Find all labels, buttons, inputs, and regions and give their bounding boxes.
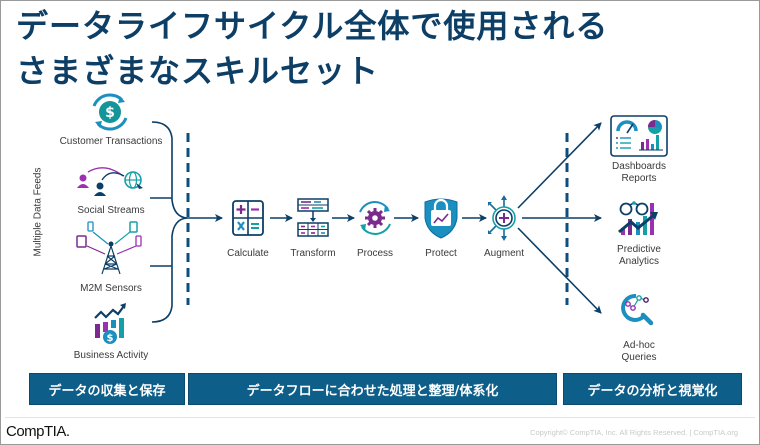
source-label-business-activity: Business Activity: [73, 350, 149, 361]
step-label-transform: Transform: [290, 248, 336, 259]
phase-collect-store: データの収集と保存: [29, 373, 185, 405]
source-label-m2m-sensors: M2M Sensors: [80, 283, 142, 294]
step-label-calculate: Calculate: [227, 248, 269, 259]
binoculars-trend-icon: [618, 201, 658, 235]
step-label-protect: Protect: [425, 248, 457, 259]
output-label-predictive-line-1: Predictive: [617, 244, 661, 255]
calculator-icon: [232, 200, 264, 236]
output-label-dashboards-line-2: Reports: [621, 173, 657, 184]
gear-cycle-icon: [359, 201, 391, 235]
shield-lock-icon: [424, 198, 458, 239]
social-globe-icon: [77, 167, 143, 196]
output-label-dashboards-line-1: Dashboards: [612, 161, 666, 172]
source-label-customer-transactions: Customer Transactions: [59, 136, 163, 147]
slide-title-line-2: さまざまなスキルセット: [16, 52, 380, 90]
step-label-process: Process: [356, 248, 394, 259]
dollar-cycle-icon: $: [92, 93, 128, 131]
footer-divider: [5, 417, 755, 418]
magnifier-query-icon: [621, 293, 654, 326]
copyright-text: Copyright© CompTIA, Inc. All Rights Rese…: [530, 428, 738, 437]
output-label-adhoc-line-1: Ad-hoc: [623, 340, 655, 351]
phase-process-organize: データフローに合わせた処理と整理/体系化: [188, 373, 557, 405]
table-transform-icon: [297, 198, 329, 237]
phase-analyze-visualize: データの分析と視覚化: [563, 373, 742, 405]
comptia-logo: CompTIA.: [6, 423, 70, 440]
output-label-adhoc: Ad-hoc Queries: [604, 340, 674, 364]
output-label-predictive: Predictive Analytics: [604, 244, 674, 268]
source-label-social-streams: Social Streams: [77, 205, 145, 216]
output-label-adhoc-line-2: Queries: [621, 352, 657, 363]
slide-title-line-1: データライフサイクル全体で使用される: [16, 7, 609, 45]
step-label-augment: Augment: [483, 248, 525, 259]
output-label-predictive-line-2: Analytics: [618, 256, 659, 267]
source-bracket: [150, 121, 188, 323]
dashboard-icon: [610, 115, 668, 157]
growth-chart-dollar-icon: $: [94, 303, 126, 344]
augment-plus-icon: [488, 195, 516, 241]
cell-tower-icon: [76, 221, 142, 275]
svg-text:$: $: [107, 333, 114, 344]
flow-arrows: [187, 122, 602, 314]
svg-text:$: $: [105, 105, 115, 121]
multiple-data-feeds-label: Multiple Data Feeds: [32, 167, 44, 257]
output-label-dashboards: Dashboards Reports: [604, 161, 674, 185]
